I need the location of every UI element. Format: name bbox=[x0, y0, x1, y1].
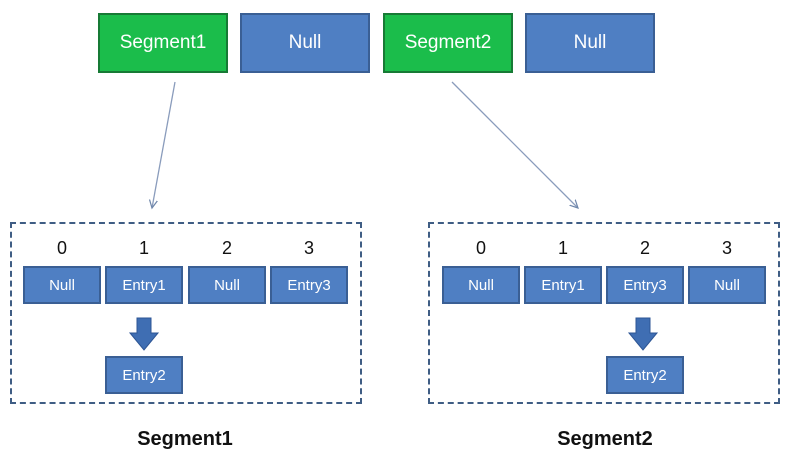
chain-entry-cell: Entry2 bbox=[105, 356, 183, 394]
bucket-cell: Entry3 bbox=[606, 266, 684, 304]
top-segment2-label: Segment2 bbox=[404, 32, 492, 53]
chain-entry-cell: Entry2 bbox=[606, 356, 684, 394]
top-segment2-box: Segment2 bbox=[383, 13, 513, 73]
index-label: 0 bbox=[56, 238, 67, 258]
chain-entry-label: Entry2 bbox=[623, 366, 667, 384]
index-label: 3 bbox=[721, 238, 732, 258]
bucket-label: Null bbox=[49, 276, 75, 294]
down-arrow-icon bbox=[627, 317, 659, 351]
index-label: 3 bbox=[303, 238, 314, 258]
bucket-cell: Null bbox=[688, 266, 766, 304]
segment2-pointer-line bbox=[451, 81, 578, 208]
bucket-label: Entry1 bbox=[122, 276, 166, 294]
segment2-panel bbox=[428, 222, 780, 404]
index-label: 1 bbox=[138, 238, 149, 258]
bucket-cell: Null bbox=[442, 266, 520, 304]
segment2-caption: Segment2 bbox=[557, 428, 653, 450]
bucket-label: Entry3 bbox=[623, 276, 667, 294]
bucket-cell: Entry3 bbox=[270, 266, 348, 304]
segment1-panel bbox=[10, 222, 362, 404]
bucket-label: Entry3 bbox=[287, 276, 331, 294]
top-segment1-label: Segment1 bbox=[119, 32, 207, 53]
chain-entry-label: Entry2 bbox=[122, 366, 166, 384]
segment1-caption: Segment1 bbox=[137, 428, 233, 450]
top-null-label: Null bbox=[573, 32, 607, 53]
index-label: 2 bbox=[221, 238, 232, 258]
bucket-cell: Null bbox=[188, 266, 266, 304]
top-null-label: Null bbox=[288, 32, 322, 53]
top-null-box: Null bbox=[240, 13, 370, 73]
top-null-box: Null bbox=[525, 13, 655, 73]
bucket-cell: Entry1 bbox=[524, 266, 602, 304]
bucket-label: Null bbox=[714, 276, 740, 294]
segment1-pointer-line bbox=[152, 81, 176, 208]
bucket-label: Null bbox=[468, 276, 494, 294]
bucket-cell: Entry1 bbox=[105, 266, 183, 304]
bucket-label: Null bbox=[214, 276, 240, 294]
top-segment1-box: Segment1 bbox=[98, 13, 228, 73]
down-arrow-icon bbox=[128, 317, 160, 351]
bucket-label: Entry1 bbox=[541, 276, 585, 294]
index-label: 1 bbox=[557, 238, 568, 258]
bucket-cell: Null bbox=[23, 266, 101, 304]
index-label: 0 bbox=[475, 238, 486, 258]
index-label: 2 bbox=[639, 238, 650, 258]
